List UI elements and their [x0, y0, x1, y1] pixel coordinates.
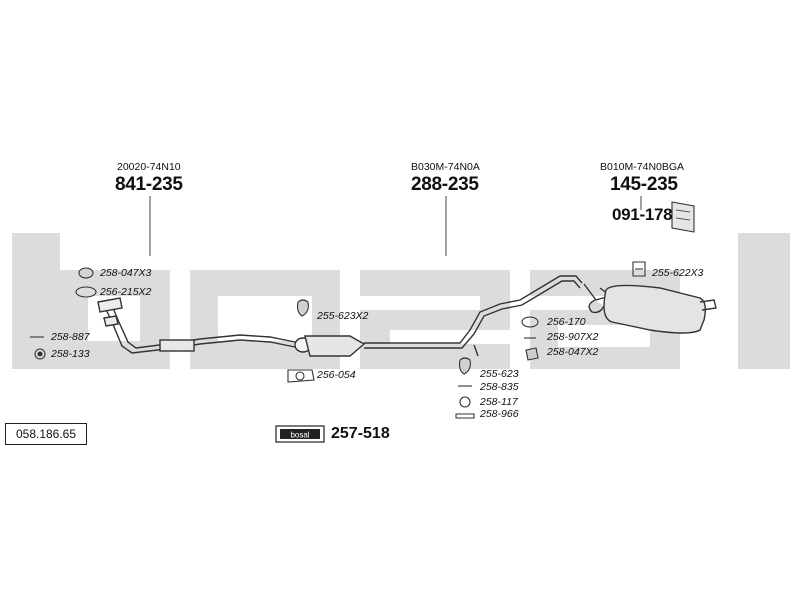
part-label: 258-907X2: [547, 331, 599, 343]
part-label: 258-133: [51, 348, 90, 360]
catalog-number: 058.186.65: [5, 423, 87, 445]
part-label: 258-117: [480, 396, 518, 408]
part-label: 256-170: [547, 316, 586, 328]
part-label: 258-966: [480, 408, 519, 420]
part-label: 255-623X2: [317, 310, 369, 322]
part-label: 258-835: [480, 381, 519, 393]
assembly-number-middle: 288-235: [411, 174, 479, 195]
part-label: 255-622X3: [652, 267, 704, 279]
kit-badge-icon: bosal: [275, 425, 325, 443]
washer-icon: [34, 348, 46, 360]
hanger-icon-2: [458, 357, 471, 375]
kit-number: 257-518: [331, 425, 390, 442]
heat-shield-icon: [671, 201, 695, 233]
part-label: 256-215X2: [100, 286, 152, 298]
rubber-mount-icon: [78, 267, 94, 279]
front-pipe: [97, 297, 301, 354]
part-label: 256-054: [317, 369, 356, 381]
part-label: 255-623: [480, 368, 519, 380]
leader-lines: [149, 196, 642, 256]
assembly-code-middle: B030M-74N0A: [411, 161, 480, 173]
assembly-code-front: 20020-74N10: [117, 161, 181, 173]
kit-badge-text: bosal: [290, 431, 309, 440]
clamp-ring-icon: [521, 316, 539, 328]
extra-part-number: 091-178: [612, 205, 673, 224]
part-label: 258-047X2: [547, 346, 599, 358]
assembly-number-rear: 145-235: [610, 174, 678, 195]
middle-pipe: [294, 275, 583, 357]
gasket-ring-icon: [75, 286, 97, 298]
assembly-number-front: 841-235: [115, 174, 183, 195]
clip-icon: [455, 413, 475, 419]
rubber-mount-icon-2: [525, 347, 539, 361]
rear-hanger-icon: [632, 261, 646, 277]
assembly-code-rear: B010M-74N0BGA: [600, 161, 685, 173]
washer-icon-2: [459, 396, 471, 408]
part-label: 258-887: [51, 331, 90, 343]
rear-muffler: [583, 283, 717, 334]
flange-gasket-icon: [287, 369, 315, 383]
part-label: 258-047X3: [100, 267, 152, 279]
hanger-icon: [296, 299, 309, 317]
watermark-logo: [12, 233, 790, 369]
